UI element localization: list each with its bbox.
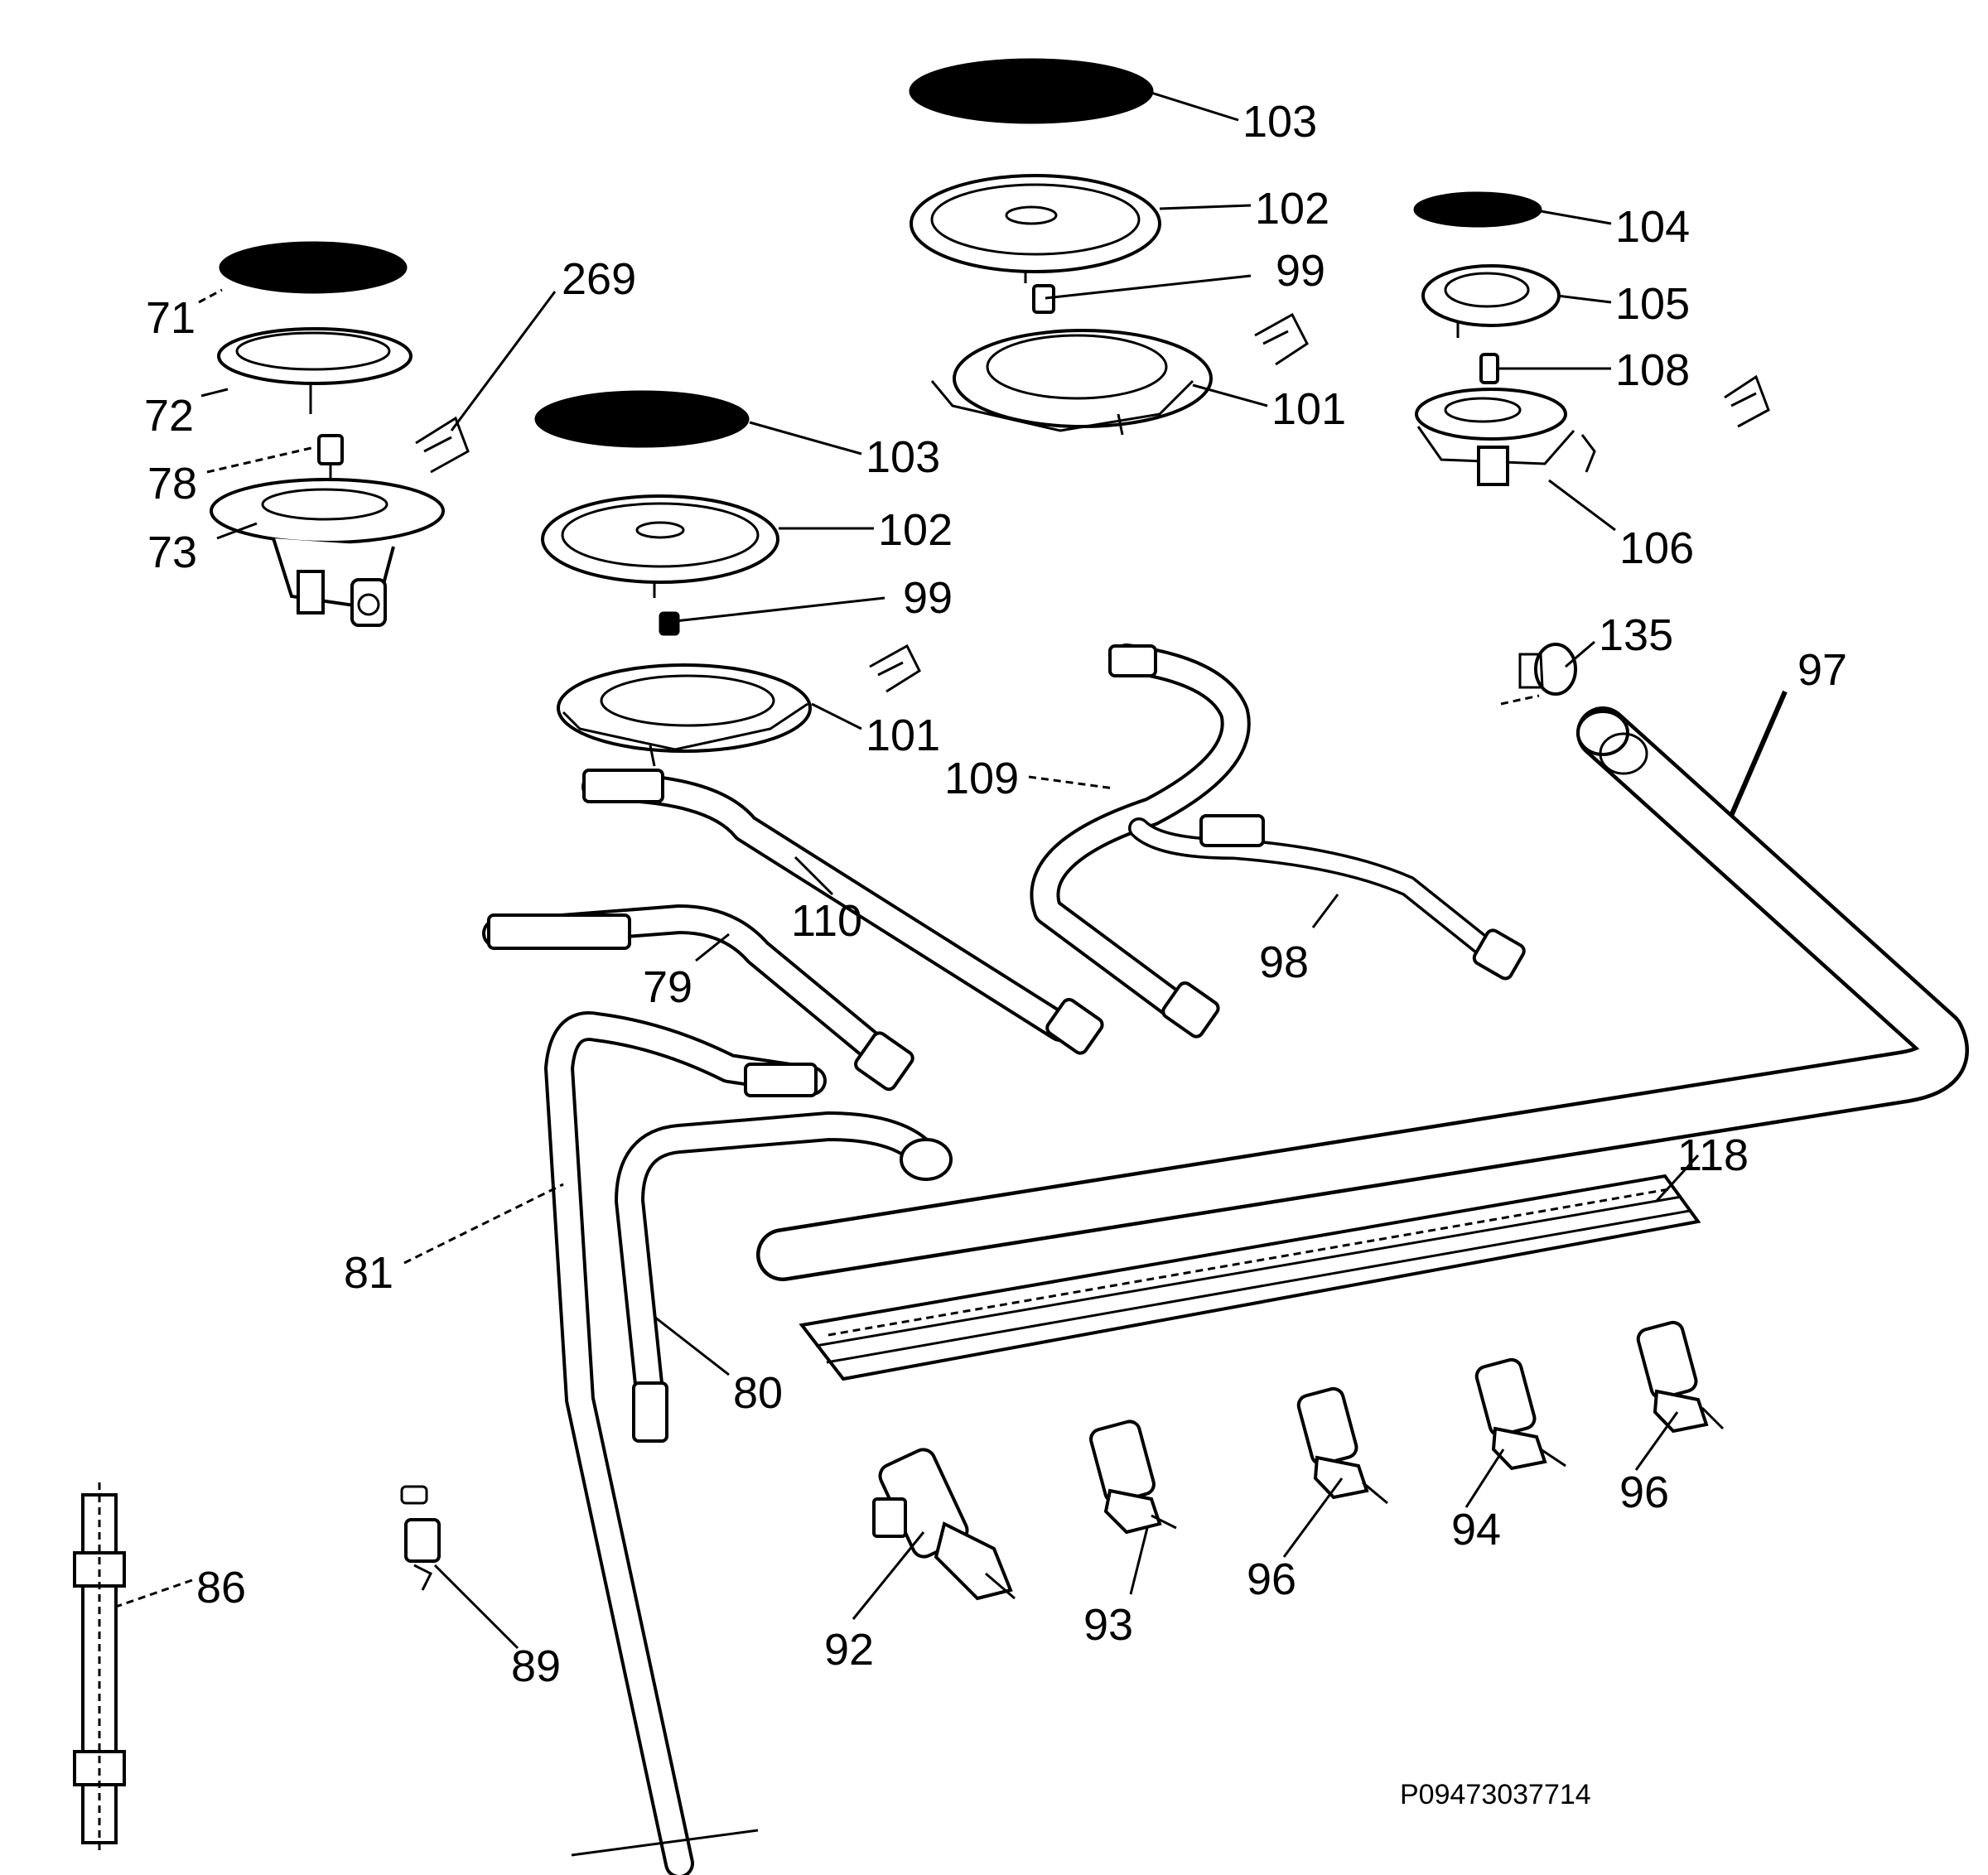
label-97: 97 [1797, 645, 1847, 695]
label-73: 73 [147, 528, 197, 577]
label-81: 81 [344, 1248, 393, 1298]
label-104: 104 [1615, 202, 1690, 252]
leader-lines [115, 91, 1788, 1650]
burner-cap-103-back [909, 58, 1154, 124]
callout-labels: 71 72 78 73 269 103 102 99 101 103 102 9… [144, 97, 1847, 1810]
drawing-code: P09473037714 [1400, 1779, 1591, 1810]
valve-93 [1089, 1420, 1177, 1535]
label-80: 80 [733, 1368, 783, 1418]
label-109: 109 [944, 754, 1019, 803]
burner-base-106 [1415, 388, 1596, 486]
burner-crown-102-back [910, 174, 1161, 283]
label-94: 94 [1451, 1505, 1501, 1554]
label-106: 106 [1619, 523, 1694, 573]
clip-269 [415, 416, 470, 474]
burner-cap-104 [1413, 191, 1542, 228]
label-71: 71 [146, 293, 195, 343]
pipe-79 [482, 904, 914, 1092]
injector-108 [1479, 353, 1499, 384]
label-96-right: 96 [1619, 1468, 1669, 1517]
label-103-front: 103 [866, 432, 940, 482]
burner-cap-71 [219, 241, 408, 294]
clip-icon-front [869, 643, 921, 693]
label-118: 118 [1677, 1130, 1749, 1180]
pipe-110 [581, 769, 1104, 1055]
valve-96-right [1636, 1320, 1725, 1434]
valve-94 [1474, 1357, 1566, 1471]
label-101-front: 101 [866, 711, 940, 760]
rail-118 [799, 1174, 1701, 1381]
label-78: 78 [147, 459, 197, 509]
pipe-80 [615, 1111, 953, 1443]
main-pipe-97 [756, 706, 1969, 1281]
label-102-back: 102 [1255, 184, 1329, 234]
clip-icon-right [1724, 374, 1770, 428]
pipe-98 [1128, 814, 1526, 981]
label-105: 105 [1615, 279, 1690, 329]
pipe-109 [1030, 643, 1251, 1039]
pipe-81 [544, 1011, 827, 1875]
rod-86 [73, 1482, 126, 1855]
label-79: 79 [643, 962, 692, 1012]
label-110: 110 [791, 896, 862, 946]
label-89: 89 [511, 1641, 561, 1691]
clip-icon-back [1254, 312, 1309, 366]
label-93: 93 [1083, 1600, 1133, 1650]
nut-135 [1500, 643, 1577, 706]
label-96-left: 96 [1247, 1554, 1296, 1604]
label-101-back: 101 [1271, 384, 1346, 434]
burner-crown-102-front [541, 494, 779, 598]
valve-96-left [1296, 1386, 1388, 1505]
label-72: 72 [144, 391, 194, 441]
label-98: 98 [1259, 938, 1309, 987]
valve-92 [872, 1448, 1016, 1601]
label-99-front: 99 [903, 573, 953, 623]
burner-cap-103-front [534, 390, 750, 448]
label-92: 92 [824, 1625, 874, 1675]
fitting-89 [400, 1485, 441, 1591]
injector-99-front [659, 611, 680, 636]
burner-crown-105 [1421, 264, 1561, 338]
label-86: 86 [196, 1563, 246, 1612]
burner-base-101-front [557, 663, 812, 767]
burner-base-101-back [930, 329, 1213, 436]
label-108: 108 [1615, 345, 1690, 395]
label-103-back: 103 [1242, 97, 1317, 147]
burner-base-73 [210, 478, 445, 627]
label-135: 135 [1599, 610, 1673, 660]
label-99-back: 99 [1276, 246, 1325, 296]
injector-99-back [1032, 284, 1055, 314]
label-269: 269 [562, 254, 636, 304]
burner-crown-72 [217, 327, 413, 414]
label-102-front: 102 [878, 505, 953, 555]
